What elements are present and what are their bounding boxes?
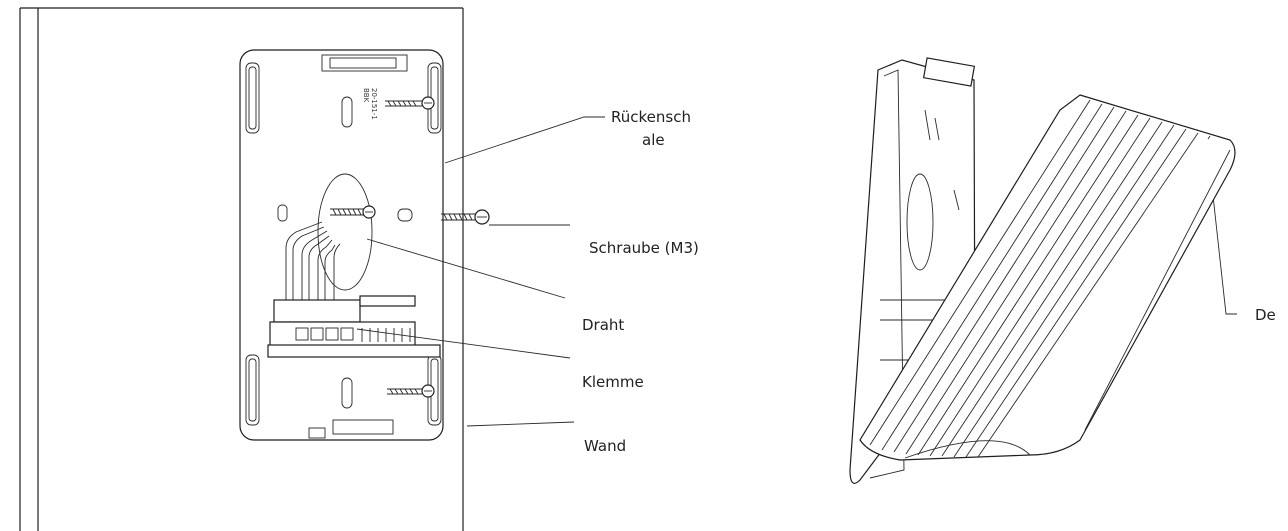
part-code: 20-151-1 BBK xyxy=(362,88,378,120)
label-back-shell-2: ale xyxy=(642,131,665,149)
back-plate xyxy=(239,49,444,441)
label-wall: Wand xyxy=(584,437,626,455)
label-back-shell-1: Rückensch xyxy=(611,108,691,126)
screw-middle xyxy=(330,205,376,219)
screw-m3 xyxy=(441,209,490,225)
label-screw: Schraube (M3) xyxy=(589,239,699,257)
screw-bottom xyxy=(387,384,435,398)
part-code-line-2: BBK xyxy=(362,88,370,103)
wires xyxy=(285,221,341,300)
device-side-view xyxy=(849,57,1236,484)
label-wire: Draht xyxy=(582,316,624,334)
terminal-block xyxy=(267,295,441,358)
part-code-line-1: 20-151-1 xyxy=(370,88,378,120)
screw-top xyxy=(385,96,435,110)
label-cover: De xyxy=(1255,306,1276,324)
label-terminal: Klemme xyxy=(582,373,644,391)
wall-panel xyxy=(19,7,464,531)
cover xyxy=(859,94,1236,461)
